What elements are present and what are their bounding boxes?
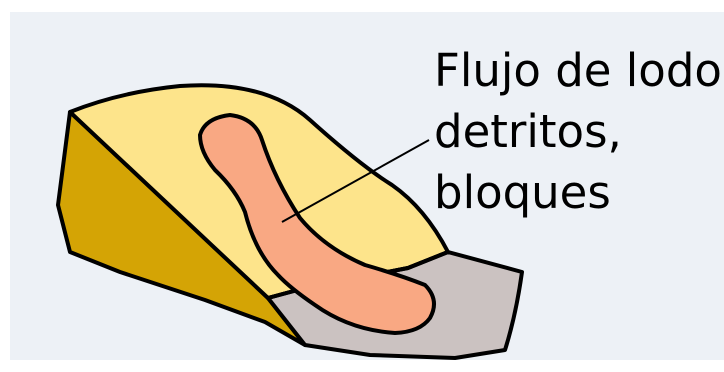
flow-label-line-3: bloques [434,162,724,223]
flow-label: Flujo de lodo, detritos, bloques [434,40,724,223]
flow-label-line-2: detritos, [434,101,724,162]
flow-label-line-1: Flujo de lodo, [434,40,724,101]
